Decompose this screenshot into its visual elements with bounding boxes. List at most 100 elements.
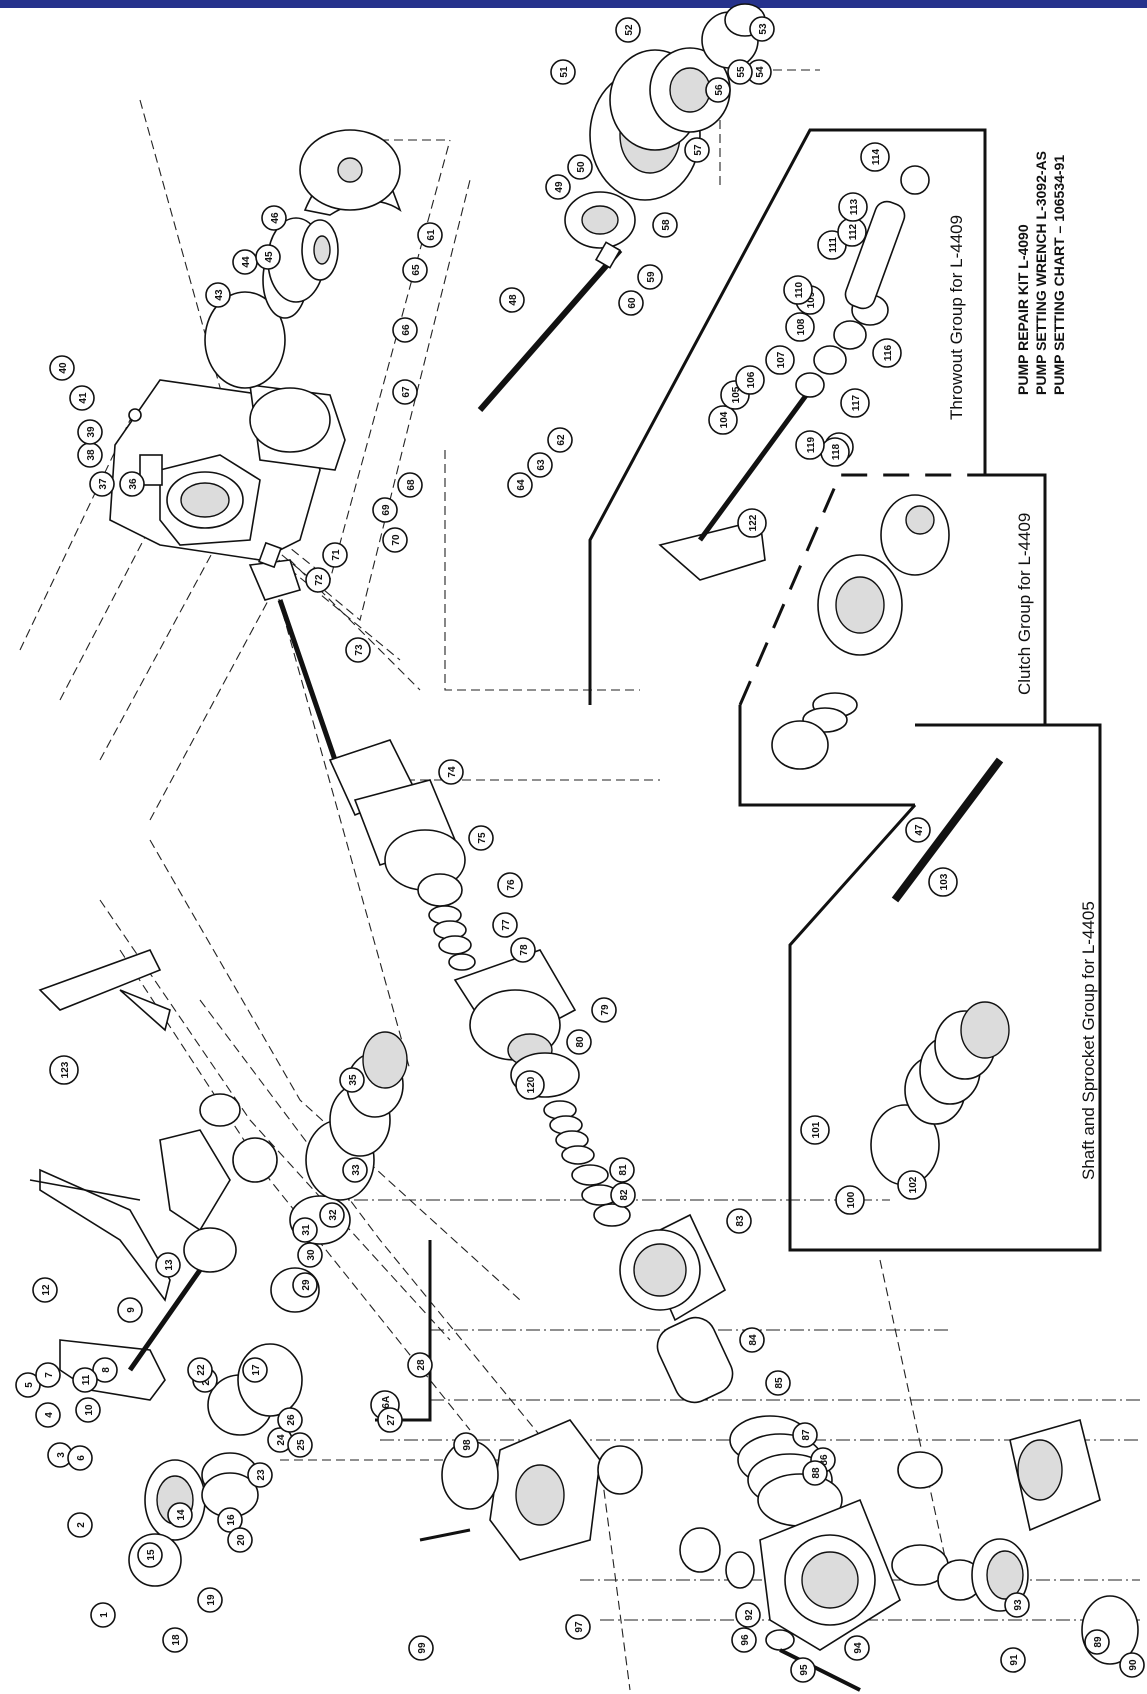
- callout-circle: [287, 1432, 313, 1458]
- callout-18: 18: [162, 1627, 188, 1653]
- callout-114: 114: [860, 142, 890, 172]
- callout-98: 98: [453, 1432, 479, 1458]
- callout-number: 5: [24, 1382, 35, 1388]
- callout-104: 104: [708, 405, 738, 435]
- callout-circle: [795, 430, 825, 460]
- callout-circle: [377, 1407, 403, 1433]
- callout-32: 32: [319, 1202, 345, 1228]
- callout-116: 116: [872, 338, 902, 368]
- callout-circle: [727, 59, 753, 85]
- callout-37: 37: [89, 471, 115, 497]
- callout-number: 41: [78, 392, 89, 404]
- callout-circle: [800, 1115, 830, 1145]
- note-repair-kit: PUMP REPAIR KIT L-4090: [1015, 224, 1031, 395]
- callout-number: 44: [241, 256, 252, 268]
- callout-27: 27: [377, 1407, 403, 1433]
- callout-number: 86: [819, 1454, 830, 1466]
- callout-number: 9: [126, 1307, 137, 1313]
- callout-60: 60: [618, 290, 644, 316]
- callout-20: 20: [227, 1527, 253, 1553]
- callout-number: 80: [575, 1036, 586, 1048]
- upper-pump-head: [419, 1419, 755, 1589]
- callout-number: 68: [406, 479, 417, 491]
- clutch-group-box: [738, 473, 1047, 807]
- callout-circle: [567, 154, 593, 180]
- callout-number: 60: [627, 297, 638, 309]
- callout-41: 41: [69, 385, 95, 411]
- gear-discs: [204, 129, 402, 389]
- callout-circle: [407, 1352, 433, 1378]
- callout-circle: [735, 1602, 761, 1628]
- callout-78: 78: [510, 937, 536, 963]
- callout-number: 85: [774, 1377, 785, 1389]
- callout-30: 30: [297, 1242, 323, 1268]
- callout-circle: [792, 1422, 818, 1448]
- callout-circle: [402, 257, 428, 283]
- callout-58: 58: [652, 212, 678, 238]
- callout-circle: [783, 275, 813, 305]
- callout-circle: [547, 427, 573, 453]
- callout-circle: [90, 1602, 116, 1628]
- callout-number: 77: [501, 919, 512, 931]
- callout-87: 87: [792, 1422, 818, 1448]
- callout-46: 46: [261, 205, 287, 231]
- callout-number: 63: [536, 459, 547, 471]
- callout-119: 119: [795, 430, 825, 460]
- callout-55: 55: [727, 59, 753, 85]
- callout-number: 35: [348, 1074, 359, 1086]
- callout-number: 43: [214, 289, 225, 301]
- callout-2: 2: [67, 1512, 93, 1538]
- callout-number: 17: [251, 1364, 262, 1376]
- callout-96: 96: [731, 1627, 757, 1653]
- callout-118: 118: [820, 437, 850, 467]
- callout-48: 48: [499, 287, 525, 313]
- callout-circle: [735, 365, 765, 395]
- callout-number: 31: [301, 1224, 312, 1236]
- callout-circle: [261, 205, 287, 231]
- callout-35: 35: [339, 1067, 365, 1093]
- callout-number: 94: [853, 1642, 864, 1654]
- callout-number: 38: [86, 449, 97, 461]
- pump-body: [729, 1415, 1139, 1692]
- callout-circle: [615, 17, 641, 43]
- callout-circle: [305, 567, 331, 593]
- callout-circle: [15, 1372, 41, 1398]
- assembly-guide-lines: [19, 69, 1140, 1691]
- callout-88: 88: [802, 1460, 828, 1486]
- callout-number: 76: [506, 879, 517, 891]
- callout-circle: [255, 244, 281, 270]
- callout-circle: [731, 1627, 757, 1653]
- callout-81: 81: [609, 1157, 635, 1183]
- callout-circle: [610, 1182, 636, 1208]
- callout-64: 64: [507, 472, 533, 498]
- callout-90: 90: [1119, 1652, 1145, 1678]
- callout-43: 43: [205, 282, 231, 308]
- callout-67: 67: [392, 379, 418, 405]
- callout-14: 14: [167, 1502, 193, 1528]
- callout-number: 87: [801, 1429, 812, 1441]
- callout-number: 93: [1013, 1599, 1024, 1611]
- callout-number: 65: [411, 264, 422, 276]
- callout-number: 29: [301, 1279, 312, 1291]
- callout-number: 98: [462, 1439, 473, 1451]
- callout-52: 52: [615, 17, 641, 43]
- callout-4: 4: [35, 1402, 61, 1428]
- callout-circle: [591, 997, 617, 1023]
- callout-number: 67: [401, 386, 412, 398]
- callout-circle: [545, 174, 571, 200]
- callout-circle: [637, 264, 663, 290]
- callout-number: 27: [386, 1414, 397, 1426]
- callout-108: 108: [785, 312, 815, 342]
- callout-91: 91: [1000, 1647, 1026, 1673]
- callout-16: 16: [217, 1507, 243, 1533]
- callout-circle: [468, 825, 494, 851]
- callout-circle: [684, 137, 710, 163]
- callout-number: 26: [286, 1414, 297, 1426]
- callout-number: 100: [846, 1191, 857, 1208]
- callout-50: 50: [567, 154, 593, 180]
- callout-36: 36: [119, 471, 145, 497]
- callout-100: 100: [835, 1185, 865, 1215]
- callout-circle: [297, 1242, 323, 1268]
- callout-1: 1: [90, 1602, 116, 1628]
- callout-number: 45: [264, 251, 275, 263]
